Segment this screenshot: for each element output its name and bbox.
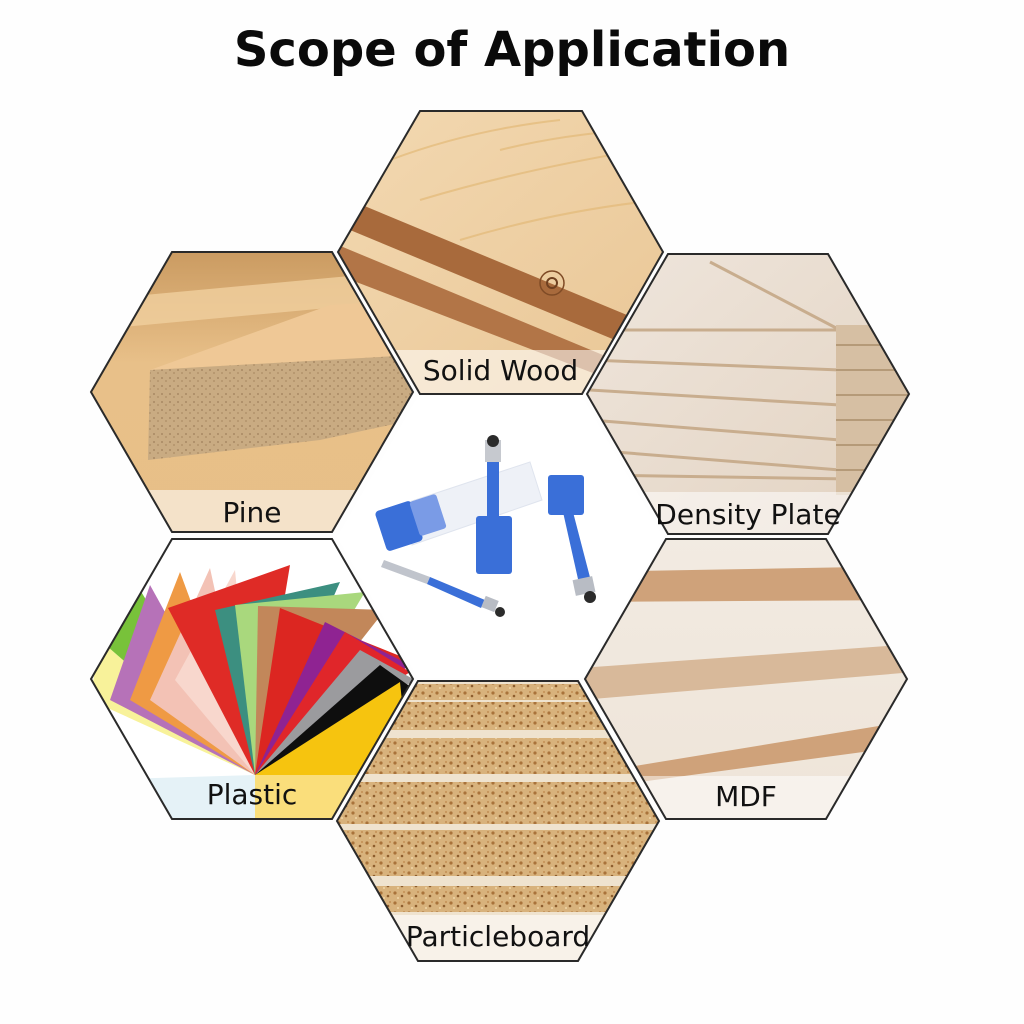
label-mdf: MDF bbox=[715, 780, 777, 813]
label-particleboard: Particleboard bbox=[405, 920, 591, 953]
hexagon-plastic bbox=[89, 538, 415, 820]
label-solid-wood: Solid Wood bbox=[422, 354, 579, 387]
label-pine: Pine bbox=[222, 496, 282, 529]
hexagon-center-product bbox=[337, 396, 663, 678]
page-title: Scope of Application bbox=[233, 22, 791, 78]
hexagon-mdf bbox=[583, 538, 909, 820]
label-plastic: Plastic bbox=[206, 778, 298, 811]
label-density-plate: Density Plate bbox=[655, 498, 841, 531]
hexagon-density-plate bbox=[585, 253, 911, 535]
